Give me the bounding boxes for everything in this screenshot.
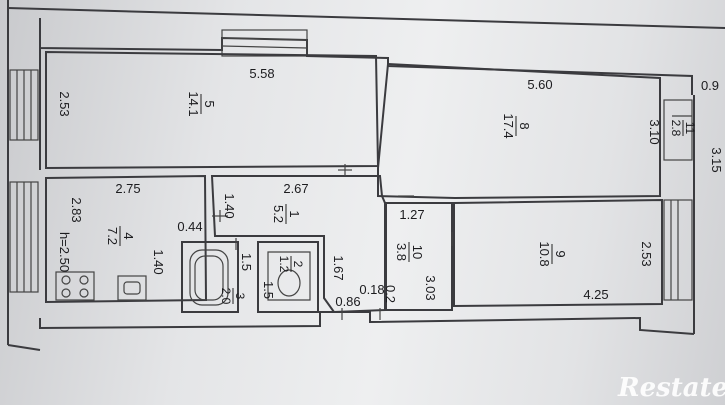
room-id: 9 bbox=[553, 250, 568, 257]
sink-icon bbox=[117, 275, 147, 301]
room-area: 2.0 bbox=[219, 288, 233, 305]
room-label-11: 11 2.8 bbox=[669, 120, 697, 137]
dimension-label: 5.58 bbox=[249, 66, 274, 81]
watermark-logo: Restate bbox=[617, 373, 725, 403]
room-id: 10 bbox=[410, 245, 425, 259]
room-label-3: 3 2.0 bbox=[219, 288, 247, 305]
room-label-8: 8 17.4 bbox=[501, 113, 532, 138]
dimension-label: 2.53 bbox=[57, 91, 72, 116]
ceiling-height-label: h=2.50 bbox=[57, 232, 72, 272]
dimension-label: 1.40 bbox=[222, 193, 237, 218]
dimension-label: 0.44 bbox=[177, 219, 202, 234]
dimension-label: 1.5 bbox=[239, 253, 254, 271]
dimension-label: 3.10 bbox=[647, 119, 662, 144]
dimension-label: 0.9 bbox=[701, 78, 719, 93]
dimension-label: 4.25 bbox=[583, 287, 608, 302]
room-label-9: 9 10.8 bbox=[537, 241, 568, 266]
room-label-5: 5 14.1 bbox=[186, 91, 217, 116]
dimension-label: 1.27 bbox=[399, 207, 424, 222]
dimension-label: 2.53 bbox=[639, 241, 654, 266]
room-id: 4 bbox=[121, 232, 136, 239]
dimension-label: 1.5 bbox=[261, 281, 276, 299]
dimension-label: 0.18 bbox=[359, 282, 384, 297]
room-label-1: 1 5.2 bbox=[271, 204, 302, 224]
room-area: 2.8 bbox=[669, 120, 683, 137]
room-area: 3.8 bbox=[394, 243, 409, 261]
door-marks bbox=[212, 115, 692, 320]
dimension-label: 1.67 bbox=[331, 255, 346, 280]
room-label-4: 4 7.2 bbox=[105, 226, 136, 246]
room-label-10: 10 3.8 bbox=[394, 242, 425, 262]
dimension-label: 2.83 bbox=[69, 197, 84, 222]
windows bbox=[9, 29, 693, 301]
room-area: 10.8 bbox=[537, 241, 552, 266]
dimension-label: 3.03 bbox=[423, 275, 438, 300]
room-id: 5 bbox=[202, 100, 217, 107]
room-id: 11 bbox=[683, 122, 697, 135]
room-area: 17.4 bbox=[501, 113, 516, 138]
dimension-label: 2.67 bbox=[283, 181, 308, 196]
room-area: 7.2 bbox=[105, 227, 120, 245]
room-id: 3 bbox=[233, 293, 247, 300]
room-area: 14.1 bbox=[186, 91, 201, 116]
room-walls bbox=[45, 50, 663, 314]
room-id: 8 bbox=[517, 122, 532, 129]
dimension-label: 3.15 bbox=[709, 147, 724, 172]
room-id: 2 bbox=[291, 261, 305, 268]
dimension-label: 0.86 bbox=[335, 294, 360, 309]
room-id: 1 bbox=[287, 210, 302, 217]
room-label-2: 2 1.2 bbox=[277, 256, 305, 273]
bathtub-icon bbox=[189, 249, 229, 306]
room-area: 1.2 bbox=[277, 256, 291, 273]
dimension-label: 2.75 bbox=[115, 181, 140, 196]
toilet-icon bbox=[267, 251, 311, 301]
fixtures bbox=[55, 249, 311, 306]
dimension-label: 1.40 bbox=[151, 249, 166, 274]
room-area: 5.2 bbox=[271, 205, 286, 223]
stove-icon bbox=[55, 271, 95, 301]
dimension-label: 5.60 bbox=[527, 77, 552, 92]
dimension-label: 0.2 bbox=[383, 285, 398, 303]
